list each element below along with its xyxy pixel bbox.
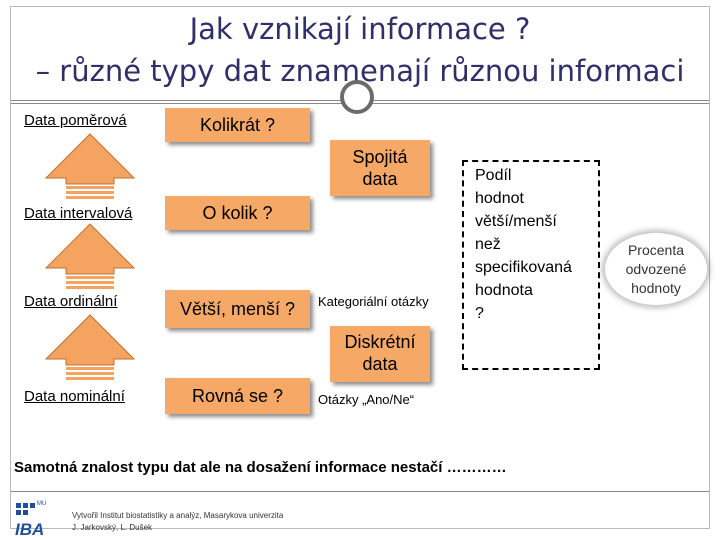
up-arrow-icon xyxy=(44,133,136,199)
proportion-line: než xyxy=(475,236,501,253)
proportion-line: hodnot xyxy=(475,190,524,207)
continuous-line-1: Spojitá xyxy=(352,147,408,167)
proportion-line: ? xyxy=(475,305,484,322)
decorative-circle xyxy=(340,80,374,114)
proportion-line: hodnota xyxy=(475,282,533,299)
label-ordinal-data: Data ordinální xyxy=(24,293,118,310)
proportion-text: Podíl hodnot větší/menší než specifikova… xyxy=(475,164,593,325)
logo-superscript: MU xyxy=(37,501,46,507)
up-arrow-icon xyxy=(44,223,136,289)
conclusion-text: Samotná znalost typu dat ale na dosažení… xyxy=(14,459,507,476)
yesno-questions-text: Otázky „Ano/Ne“ xyxy=(318,392,415,407)
footer-rule xyxy=(11,491,709,492)
proportion-line: větší/menší xyxy=(475,213,557,230)
title-line-1: Jak vznikají informace ? xyxy=(189,12,531,46)
label-nominal-data: Data nominální xyxy=(24,388,125,405)
question-box-by-how-much: O kolik ? xyxy=(165,196,310,230)
discrete-data-box: Diskrétní data xyxy=(330,326,430,382)
continuous-line-2: data xyxy=(362,169,398,189)
credit-line-1: Vytvořil Institut biostatistiky a analýz… xyxy=(72,511,284,520)
discrete-line-1: Diskrétní xyxy=(344,332,416,352)
categorical-questions-text: Kategoriální otázky xyxy=(318,294,429,309)
question-box-equals: Rovná se ? xyxy=(165,378,310,414)
question-box-greater-less: Větší, menší ? xyxy=(165,290,310,328)
question-box-how-many-times: Kolikrát ? xyxy=(165,108,310,142)
percent-line: Procenta xyxy=(627,241,685,258)
label-interval-data: Data intervalová xyxy=(24,205,133,222)
discrete-line-2: data xyxy=(362,354,398,374)
logo-text: IBA xyxy=(15,520,44,537)
footer-credit: Vytvořil Institut biostatistiky a analýz… xyxy=(72,510,283,534)
percent-oval: Procenta odvozené hodnoty xyxy=(605,233,707,305)
proportion-line: specifikovaná xyxy=(475,259,572,276)
up-arrow-icon xyxy=(44,314,136,380)
label-ratio-data: Data poměrová xyxy=(24,112,127,129)
slide-frame xyxy=(10,6,710,529)
credit-line-2: J. Jarkovský, L. Dušek xyxy=(72,523,153,532)
proportion-dashed-box xyxy=(462,160,600,370)
percent-line: odvozené xyxy=(625,260,687,277)
continuous-data-box: Spojitá data xyxy=(330,140,430,196)
proportion-line: Podíl xyxy=(475,167,512,184)
percent-line: hodnoty xyxy=(631,279,681,296)
iba-logo-icon: MU IBA xyxy=(15,501,46,537)
